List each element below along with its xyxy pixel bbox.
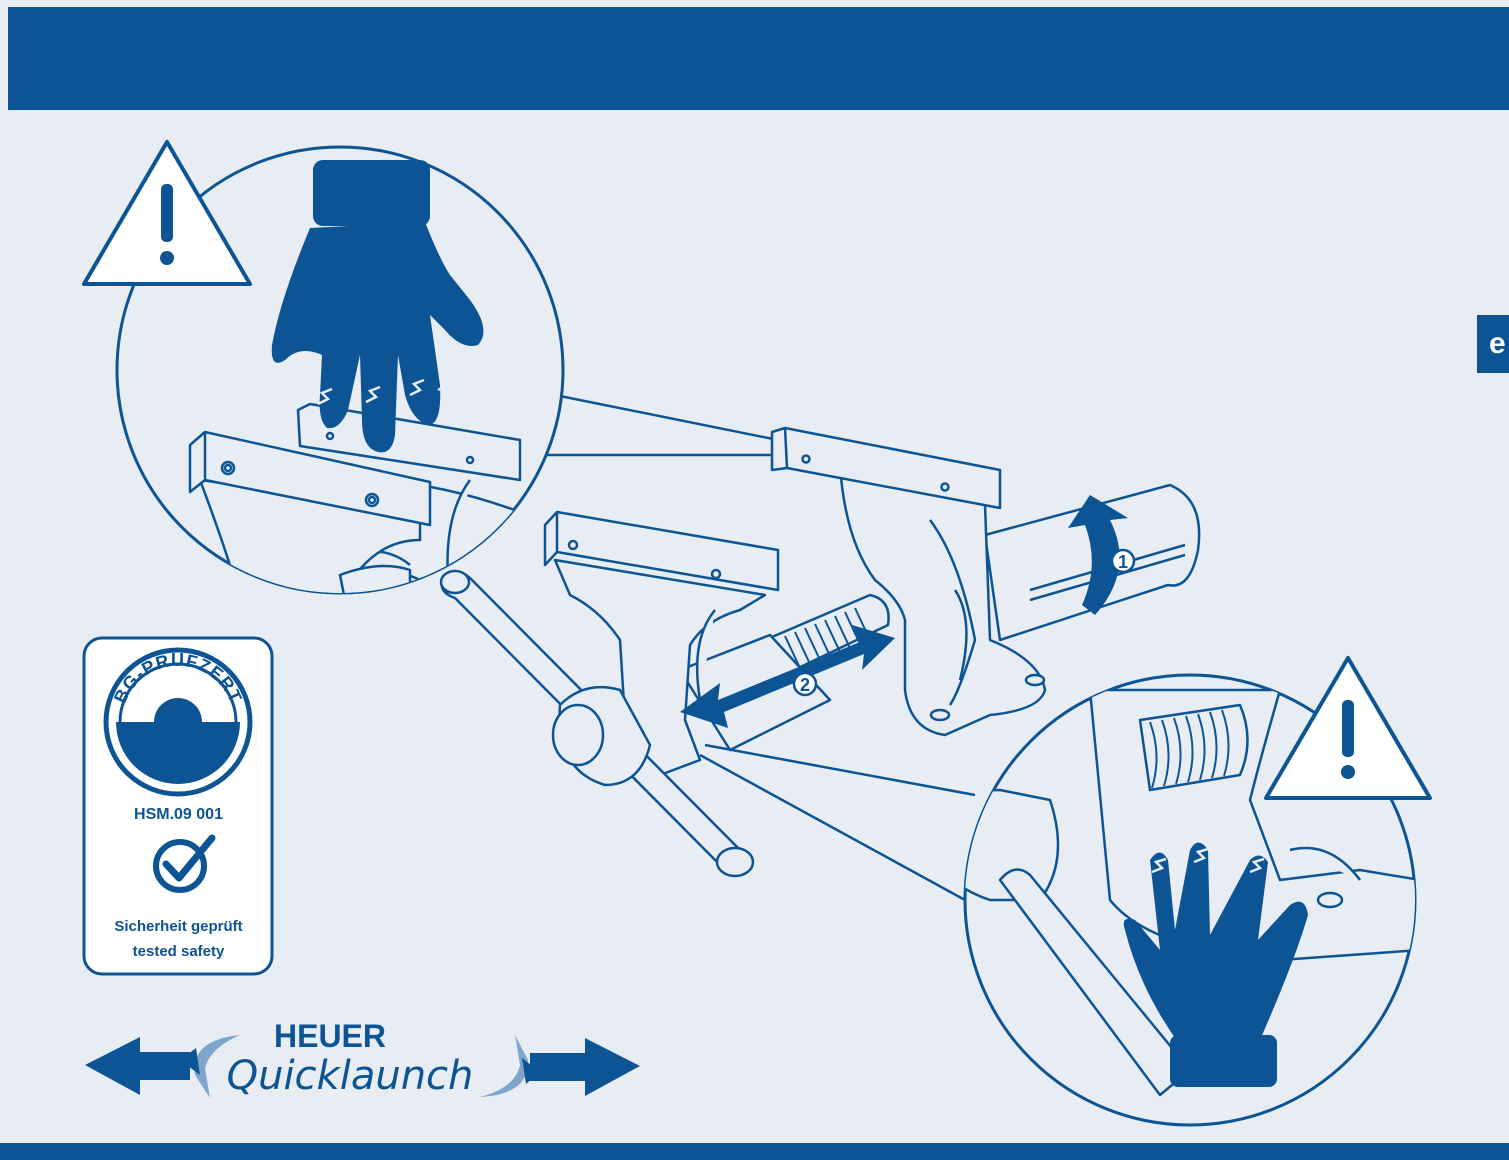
callout-lines bbox=[545, 393, 976, 902]
brand-name: HEUER bbox=[273, 1018, 386, 1054]
warning-triangle-icon bbox=[82, 140, 252, 286]
step-2-slide-arrow bbox=[680, 625, 895, 728]
certification-code: HSM.09 001 bbox=[134, 806, 223, 823]
warning-triangle-icon bbox=[1264, 656, 1432, 800]
callout-bottom bbox=[963, 656, 1432, 1127]
check-circle-icon bbox=[153, 834, 216, 893]
brand-product: Quicklaunch bbox=[226, 1053, 474, 1099]
certification-text-de: Sicherheit geprüft bbox=[114, 918, 243, 935]
header-bar bbox=[8, 7, 1509, 110]
certification-badge: BG-PRÜFZERT bbox=[82, 636, 274, 976]
side-tab[interactable]: e bbox=[1477, 315, 1509, 373]
footer-bar bbox=[0, 1143, 1509, 1160]
callout-top bbox=[82, 140, 565, 595]
certification-text-en: tested safety bbox=[132, 943, 225, 960]
glove-icon bbox=[1123, 842, 1308, 1087]
step-2-marker: 2 bbox=[800, 675, 810, 695]
glove-icon bbox=[271, 160, 484, 453]
step-1-rotate-arrow bbox=[1068, 495, 1136, 615]
side-tab-label: e bbox=[1489, 327, 1506, 360]
arrow-left-icon bbox=[85, 1035, 240, 1098]
arrow-right-icon bbox=[480, 1035, 640, 1097]
step-1-marker: 1 bbox=[1118, 552, 1128, 572]
